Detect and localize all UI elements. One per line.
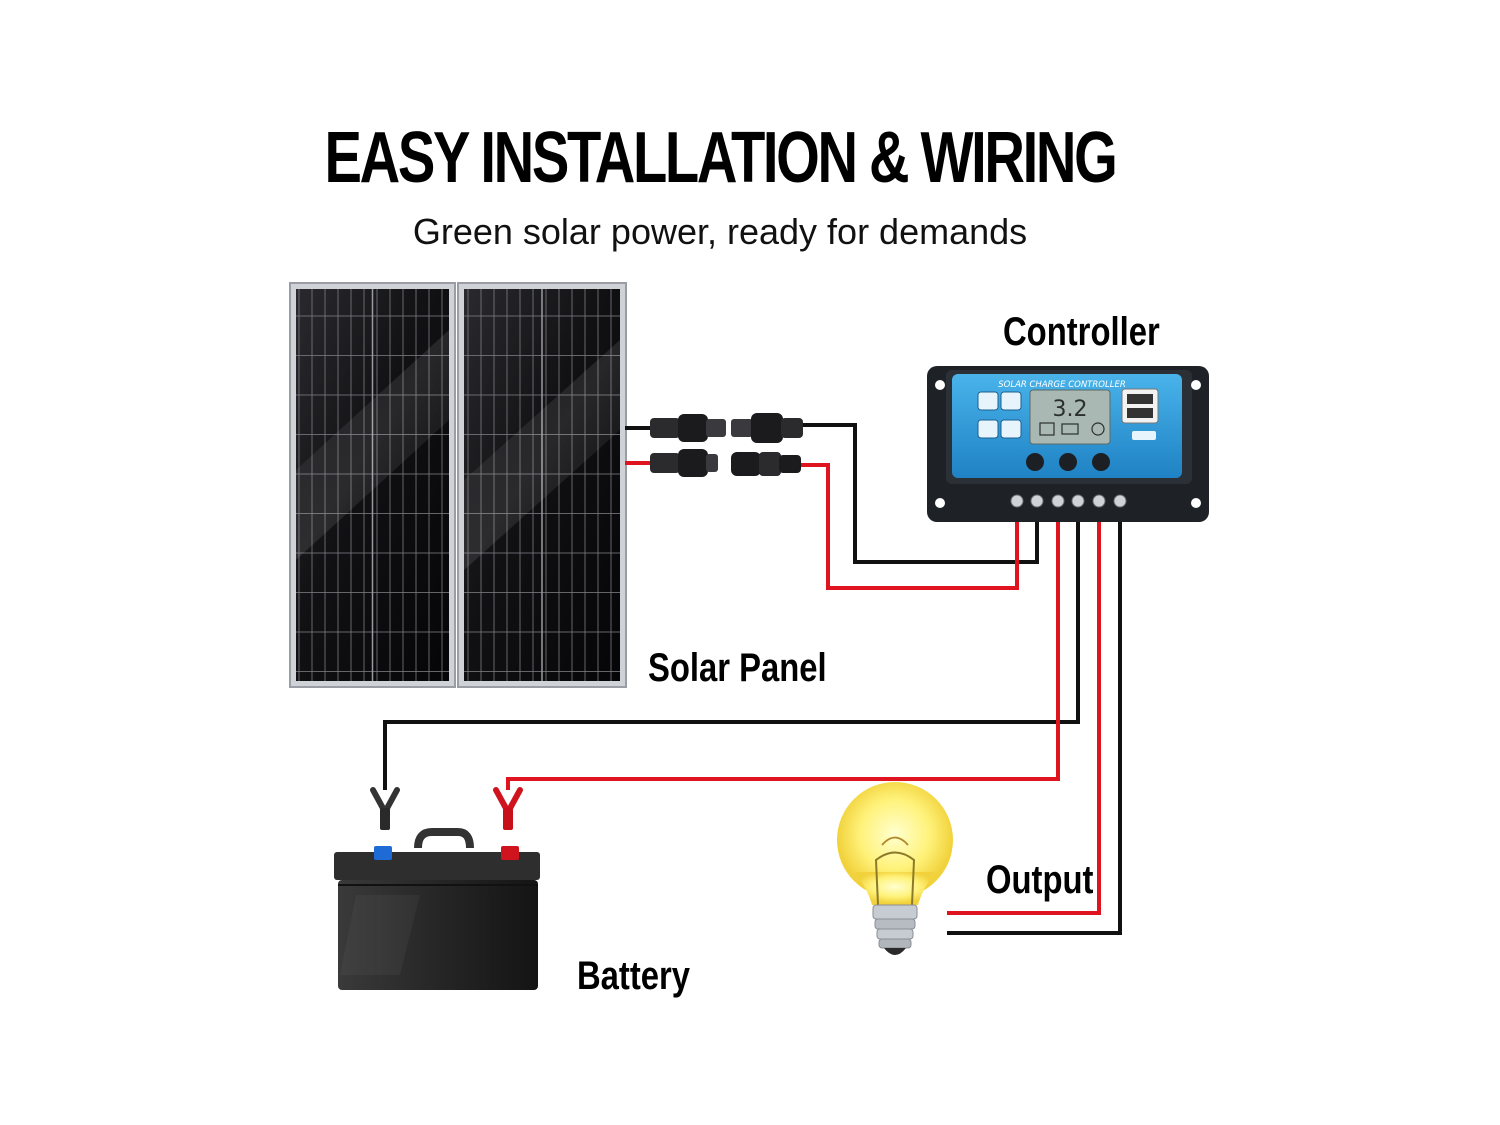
page-title: EASY INSTALLATION & WIRING	[324, 118, 1118, 198]
mc4-connector-icon	[650, 413, 803, 477]
solar-positive-wire	[800, 463, 1019, 590]
solar-panel-icon	[289, 282, 627, 688]
battery-negative-wire	[383, 505, 1080, 790]
light-bulb-icon	[837, 782, 953, 955]
output-negative-wire	[947, 505, 1122, 935]
battery-clamp-icon	[370, 787, 523, 830]
page-subtitle: Green solar power, ready for demands	[412, 211, 1028, 252]
solar-panel-label: Solar Panel	[648, 646, 827, 690]
controller-faceplate-text: SOLAR CHARGE CONTROLLER	[998, 380, 1126, 390]
battery-positive-wire	[506, 505, 1060, 790]
wiring	[383, 423, 1122, 935]
controller-display-value: 3.2	[1053, 397, 1088, 422]
battery-icon	[334, 828, 540, 990]
output-label: Output	[986, 858, 1094, 902]
solar-negative-wire	[800, 423, 1039, 564]
charge-controller-icon: SOLAR CHARGE CONTROLLER 3.2	[927, 366, 1209, 522]
controller-terminals	[1010, 494, 1127, 508]
output-positive-wire	[947, 505, 1101, 915]
controller-label: Controller	[1003, 310, 1160, 354]
battery-label: Battery	[577, 954, 691, 998]
